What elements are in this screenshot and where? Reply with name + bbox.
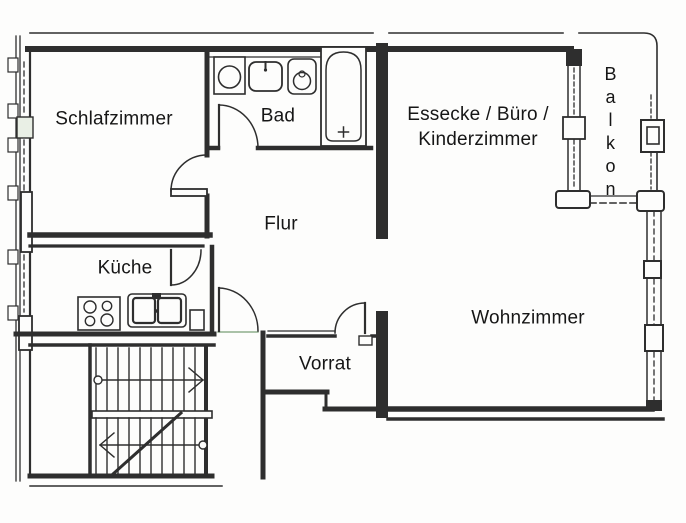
staircase — [88, 343, 213, 478]
balcony-railing — [555, 94, 665, 212]
kitchen-fixtures — [77, 293, 205, 331]
room-label-essecke-line2: Kinderzimmer — [418, 129, 538, 150]
window-wall-right — [643, 209, 664, 411]
radiator-balcony — [562, 116, 586, 140]
kueche-door — [169, 248, 202, 287]
room-label-kueche: Küche — [97, 257, 153, 279]
room-label-essecke-line1: Essecke / Büro / — [407, 104, 549, 125]
radiator-left — [16, 116, 34, 139]
room-label-flur: Flur — [264, 213, 298, 235]
main-walls — [13, 43, 665, 487]
room-label-vorrat: Vorrat — [299, 353, 351, 375]
window-wall-left — [7, 35, 34, 482]
bathtub-icon — [320, 46, 367, 147]
room-label-essecke: Essecke / Büro / Kinderzimmer — [407, 102, 549, 152]
schlafzimmer-door — [170, 154, 208, 197]
balcony-divider — [562, 49, 586, 193]
room-label-bad: Bad — [260, 105, 296, 127]
bathroom-fixtures — [209, 46, 367, 147]
washing-machine-icon — [213, 56, 246, 95]
washbasin-icon — [248, 61, 283, 92]
kitchen-counter-end — [189, 309, 205, 331]
kitchen-stove-icon — [77, 296, 121, 331]
room-label-balkon: Balkon — [600, 64, 621, 202]
entry-door — [217, 286, 259, 333]
bad-door — [217, 103, 259, 150]
room-label-schlafzimmer: Schlafzimmer — [55, 108, 173, 130]
kitchen-sink-icon — [127, 293, 187, 328]
vorrat-door — [334, 301, 373, 346]
building-outline — [29, 32, 658, 192]
room-label-wohnzimmer: Wohnzimmer — [471, 307, 585, 329]
toilet-icon — [287, 58, 317, 95]
